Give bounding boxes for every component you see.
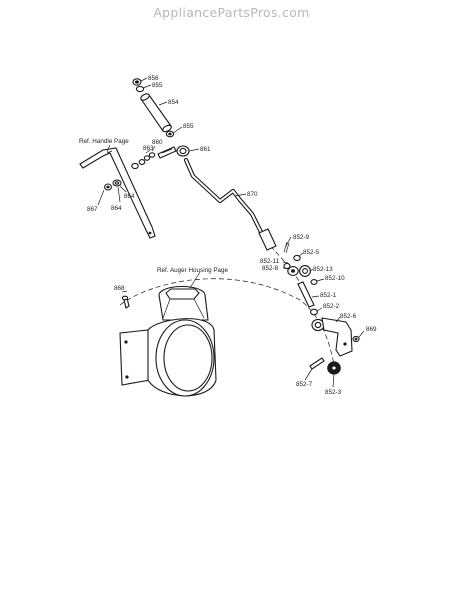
auger-housing xyxy=(119,285,217,397)
crank-rod-870[interactable] xyxy=(183,157,267,241)
callout-852-7[interactable]: 852-7 xyxy=(296,381,313,388)
spacer-864[interactable] xyxy=(112,179,122,187)
callout-856[interactable]: 856 xyxy=(148,75,159,82)
callout-852-3[interactable]: 852-3 xyxy=(325,389,342,396)
ring-852-5[interactable] xyxy=(293,254,301,262)
callout-852-2[interactable]: 852-2 xyxy=(323,303,340,310)
washer-855-lower[interactable] xyxy=(165,130,175,138)
alignment-line-arc xyxy=(119,278,336,371)
callout-852-5[interactable]: 852-5 xyxy=(303,249,320,256)
pivot-bolt-861[interactable] xyxy=(157,145,190,159)
callout-852-1[interactable]: 852-1 xyxy=(320,292,337,299)
callout-868[interactable]: 868 xyxy=(114,285,125,292)
callout-855-top[interactable]: 855 xyxy=(152,82,163,89)
bearing-852-13[interactable] xyxy=(299,265,311,277)
washers-863-860[interactable] xyxy=(131,152,156,170)
ref-handle-page-label: Ref. Handle Page xyxy=(79,138,129,145)
callout-852-13[interactable]: 852-13 xyxy=(313,266,333,273)
spring-pin-852-9[interactable] xyxy=(283,241,290,254)
knob-852-3[interactable] xyxy=(327,361,341,375)
bolt-869[interactable] xyxy=(352,335,360,343)
callout-854[interactable]: 854 xyxy=(168,99,179,106)
callout-870[interactable]: 870 xyxy=(247,191,258,198)
callout-860[interactable]: 860 xyxy=(152,139,163,146)
handle-grip-854[interactable] xyxy=(140,93,173,133)
handle-bracket[interactable] xyxy=(79,147,156,239)
washer-855-top[interactable] xyxy=(135,85,145,93)
leader-lines xyxy=(97,77,365,388)
callout-852-11[interactable]: 852-11 xyxy=(260,258,280,265)
callout-861[interactable]: 861 xyxy=(200,146,211,153)
callout-869[interactable]: 869 xyxy=(366,326,377,333)
callout-864-lower[interactable]: 864 xyxy=(111,205,122,212)
callout-852-10[interactable]: 852-10 xyxy=(325,275,345,282)
gear-852-8[interactable] xyxy=(287,266,299,276)
callout-863[interactable]: 863 xyxy=(143,145,154,152)
shaft-852-1[interactable] xyxy=(297,281,315,308)
callout-852-9[interactable]: 852-9 xyxy=(293,234,310,241)
callout-864-upper[interactable]: 864 xyxy=(124,193,135,200)
ref-auger-housing-page-label: Ref. Auger Housing Page xyxy=(157,267,229,274)
gear-bracket[interactable] xyxy=(321,317,353,357)
washer-867[interactable] xyxy=(104,183,112,191)
washer-852-10[interactable] xyxy=(310,279,318,285)
sleeve-coupling[interactable] xyxy=(258,228,277,251)
screw-868[interactable] xyxy=(121,295,130,309)
callout-855-lower[interactable]: 855 xyxy=(183,123,194,130)
callout-852-8[interactable]: 852-8 xyxy=(262,265,279,272)
site-title[interactable]: AppliancePartsPros.com xyxy=(153,5,310,20)
pin-852-7[interactable] xyxy=(309,357,325,370)
nut-856[interactable] xyxy=(132,78,142,86)
collar-852-2[interactable] xyxy=(310,308,318,316)
callout-852-6[interactable]: 852-6 xyxy=(340,313,357,320)
callout-867[interactable]: 867 xyxy=(87,206,98,213)
